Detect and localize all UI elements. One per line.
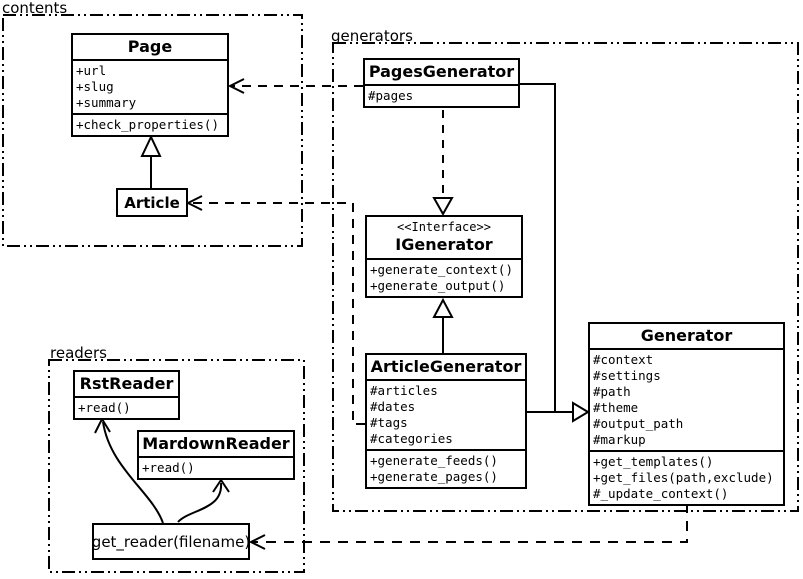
pagesgenerator-attributes-compartment: #pages: [365, 84, 518, 106]
method: +generate_context(): [370, 262, 513, 277]
dependency-line-generator-getreader: [252, 503, 688, 543]
attribute: #markup: [593, 432, 646, 447]
function-box-get-reader: get_reader(filename): [92, 523, 250, 560]
mardownreader-methods-compartment: +read(): [139, 456, 293, 478]
method: +get_templates(): [593, 454, 714, 469]
class-box-rstreader: RstReader +read(): [73, 370, 180, 420]
class-box-article: Article: [116, 188, 188, 217]
class-box-igenerator: <<Interface>> IGenerator +generate_conte…: [365, 215, 523, 298]
attribute: #dates: [370, 399, 416, 414]
class-name-page: Page: [127, 37, 173, 56]
class-name-mardownreader: MardownReader: [142, 434, 290, 453]
inheritance-line-pagesgenerator-generator: [520, 83, 573, 413]
class-name-igenerator: IGenerator: [395, 235, 493, 254]
attribute: #theme: [593, 400, 639, 415]
rstreader-methods-compartment: +read(): [75, 396, 178, 418]
igenerator-methods-compartment: +generate_context() +generate_output(): [367, 258, 521, 296]
hollow-triangle-at-igenerator-bottom: [432, 297, 454, 318]
class-box-page: Page +url +slug +summary +check_properti…: [71, 33, 229, 137]
attribute: #path: [593, 384, 631, 399]
method: +check_properties(): [76, 117, 219, 132]
open-arrowhead-at-mardownreader: [212, 478, 230, 493]
attribute: #pages: [368, 88, 414, 103]
class-name-generator: Generator: [640, 326, 733, 345]
attribute: #articles: [370, 383, 438, 398]
generator-attributes-compartment: #context #settings #path #theme #output_…: [590, 348, 783, 450]
hollow-triangle-at-page-bottom: [140, 134, 162, 157]
method: +read(): [78, 400, 131, 415]
line-getreader-rstreader: [102, 421, 164, 524]
open-arrowhead-at-page: [227, 78, 245, 94]
hollow-triangle-at-igenerator-top: [432, 197, 454, 217]
class-name-articlegenerator: ArticleGenerator: [370, 357, 522, 376]
package-readers-border: [48, 359, 305, 573]
hollow-triangle-at-generator-left: [572, 401, 590, 423]
package-contents-border: [2, 14, 303, 247]
package-generators-border: [332, 42, 799, 512]
method: #_update_context(): [593, 486, 729, 501]
class-name-article: Article: [124, 193, 180, 212]
package-contents-label: contents: [2, 0, 68, 17]
package-generators-label: generators: [331, 27, 413, 45]
class-box-pagesgenerator: PagesGenerator #pages: [363, 58, 520, 108]
stereotype-interface: <<Interface>>: [397, 220, 491, 234]
package-readers-label: readers: [50, 344, 107, 362]
page-methods-compartment: +check_properties(): [73, 113, 227, 135]
class-name-rstreader: RstReader: [79, 374, 174, 393]
method: +read(): [142, 460, 195, 475]
line-getreader-mardownreader: [177, 482, 223, 523]
open-arrowhead-at-article: [185, 195, 203, 211]
open-arrowhead-at-rstreader: [94, 416, 111, 434]
igenerator-title-compartment: <<Interface>> IGenerator: [367, 217, 521, 258]
attribute: +summary: [76, 95, 137, 110]
class-name-pagesgenerator: PagesGenerator: [368, 62, 515, 81]
attribute: #context: [593, 352, 654, 367]
method: +get_files(path,exclude): [593, 470, 774, 485]
method: +generate_output(): [370, 278, 506, 293]
page-attributes-compartment: +url +slug +summary: [73, 59, 227, 113]
open-arrowhead-at-getreader: [248, 534, 266, 550]
attribute: #settings: [593, 368, 661, 383]
dependency-line-articlegenerator-article: [189, 202, 365, 425]
method: +generate_pages(): [370, 469, 498, 484]
class-box-articlegenerator: ArticleGenerator #articles #dates #tags …: [365, 353, 527, 489]
method: +generate_feeds(): [370, 453, 498, 468]
generator-methods-compartment: +get_templates() +get_files(path,exclude…: [590, 450, 783, 504]
articlegenerator-attributes-compartment: #articles #dates #tags #categories: [367, 379, 525, 449]
get-reader-label: get_reader(filename): [91, 532, 251, 551]
class-box-mardownreader: MardownReader +read(): [137, 430, 295, 480]
attribute: #output_path: [593, 416, 684, 431]
attribute: #tags: [370, 415, 408, 430]
attribute: #categories: [370, 431, 453, 446]
attribute: +slug: [76, 79, 114, 94]
attribute: +url: [76, 63, 107, 78]
class-box-generator: Generator #context #settings #path #them…: [588, 322, 785, 506]
articlegenerator-methods-compartment: +generate_feeds() +generate_pages(): [367, 449, 525, 487]
